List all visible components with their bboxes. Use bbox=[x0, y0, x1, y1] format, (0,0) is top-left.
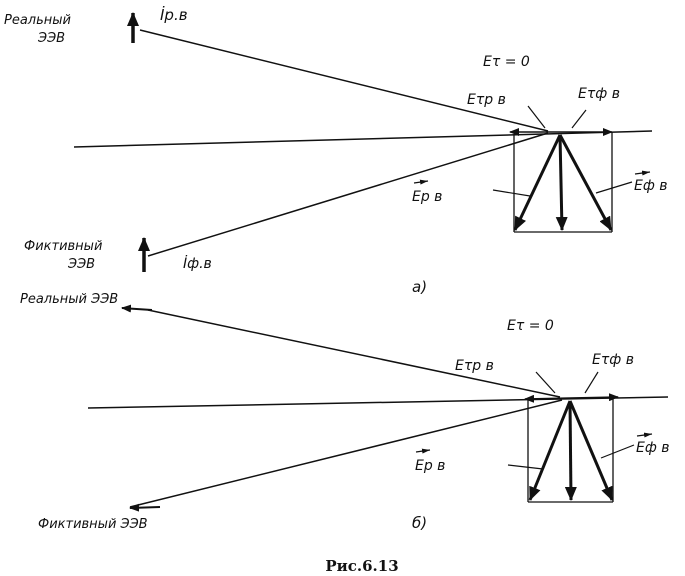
fict-dipole-arrow bbox=[129, 503, 161, 512]
panel-a-label: а) bbox=[412, 278, 427, 296]
pointer-tau-fict bbox=[571, 109, 587, 129]
field-real-label: Eр в bbox=[415, 458, 445, 474]
figure-caption: Рис.6.13 bbox=[325, 557, 398, 575]
field-real-overarrow bbox=[415, 448, 431, 454]
interface-line bbox=[87, 396, 669, 409]
interface-line bbox=[73, 130, 653, 148]
pointer-tau-real bbox=[527, 105, 546, 129]
field-real-vector bbox=[513, 134, 562, 231]
real-source-label-2: ЭЭВ bbox=[37, 31, 65, 46]
tau-fict-label: Eτф в bbox=[592, 352, 634, 368]
pointer-tau-real bbox=[535, 371, 556, 394]
field-resultant-vector bbox=[564, 400, 577, 501]
field-fict-label: Eф в bbox=[636, 440, 670, 456]
tau-fict-label: Eτф в bbox=[578, 86, 620, 102]
field-fict-overarrow bbox=[634, 170, 651, 176]
real-source-label: Реальный ЭЭВ bbox=[20, 292, 118, 307]
pointer-tau-fict bbox=[584, 371, 599, 394]
field-real-vector bbox=[528, 400, 572, 501]
tau-real-label: Eτр в bbox=[467, 92, 506, 108]
panel-b: Реальный ЭЭВ Фиктивный ЭЭВ Eτ = 0 Eτр в … bbox=[20, 292, 670, 532]
current-real-label: İр.в bbox=[160, 5, 188, 24]
real-ray bbox=[139, 29, 549, 132]
pointer-field-fict bbox=[600, 444, 635, 459]
fict-ray bbox=[147, 132, 549, 257]
current-fict-label: İф.в bbox=[183, 254, 212, 272]
field-fict-label: Eф в bbox=[634, 178, 668, 194]
field-fict-overarrow bbox=[636, 432, 653, 438]
fict-source-label: Фиктивный ЭЭВ bbox=[38, 517, 148, 532]
field-fict-vector bbox=[558, 134, 613, 231]
fict-ray bbox=[129, 399, 563, 508]
field-real-label: Eр в bbox=[412, 189, 442, 205]
field-real-overarrow bbox=[413, 179, 429, 185]
pointer-field-real bbox=[507, 464, 544, 470]
real-dipole-arrow bbox=[121, 304, 153, 313]
panel-b-label: б) bbox=[412, 514, 427, 532]
real-source-label: Реальный bbox=[4, 13, 71, 28]
field-resultant-vector bbox=[555, 134, 568, 231]
tau-fict-arrow bbox=[569, 393, 619, 402]
pointer-field-real bbox=[492, 189, 531, 197]
fict-source-label: Фиктивный bbox=[24, 239, 102, 254]
field-fict-vector bbox=[568, 400, 614, 501]
real-ray bbox=[147, 309, 561, 398]
fict-source-label-2: ЭЭВ bbox=[67, 257, 95, 272]
panel-a: Реальный ЭЭВ Фиктивный ЭЭВ İр.в İф.в Eτ … bbox=[4, 5, 668, 296]
pointer-field-fict bbox=[595, 181, 633, 194]
tangential-total-label: Eτ = 0 bbox=[507, 318, 554, 334]
tangential-total-label: Eτ = 0 bbox=[483, 54, 530, 70]
tau-real-arrow bbox=[524, 394, 571, 403]
tau-real-label: Eτр в bbox=[455, 358, 494, 374]
